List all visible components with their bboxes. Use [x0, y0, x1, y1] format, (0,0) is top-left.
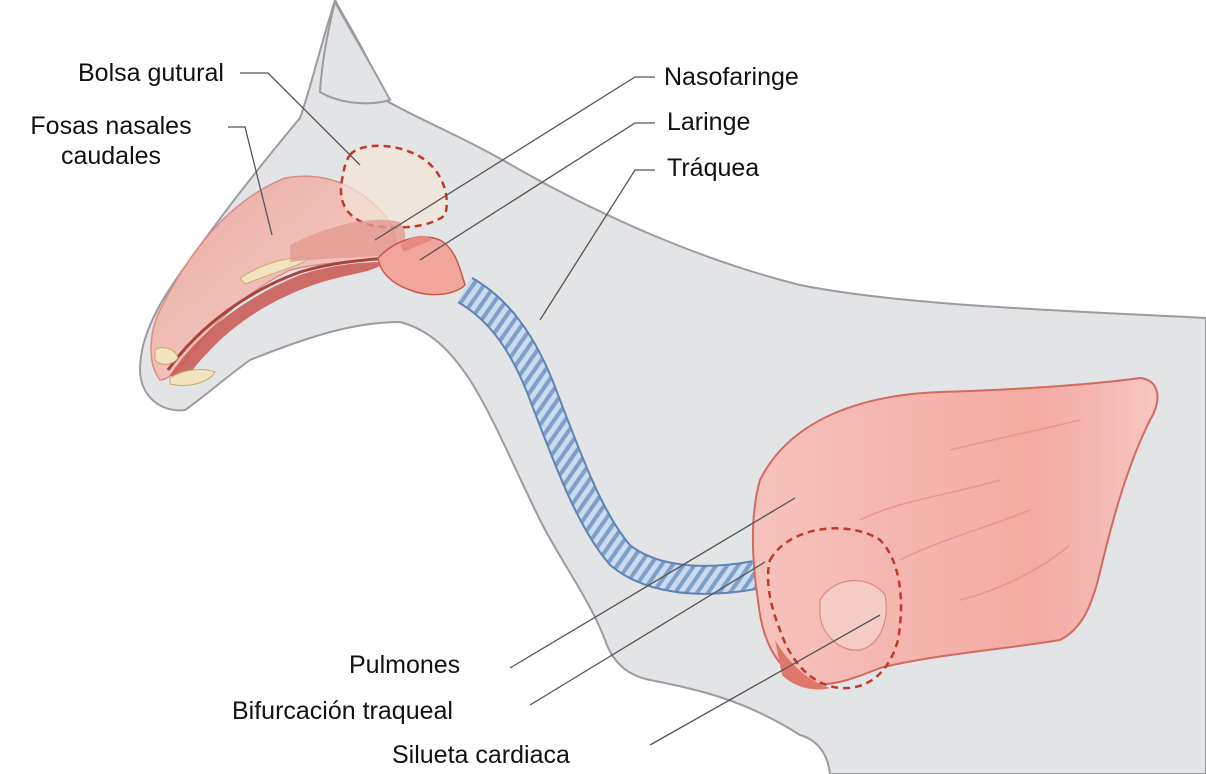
label-pulmones: Pulmones	[349, 650, 460, 680]
label-bolsa-gutural: Bolsa gutural	[78, 58, 224, 88]
label-fosas-nasales-line1: Fosas nasales	[6, 111, 216, 141]
label-silueta-cardiaca: Silueta cardiaca	[392, 740, 570, 770]
label-fosas-nasales: Fosas nasales caudales	[6, 111, 216, 171]
ear-shape	[320, 2, 390, 103]
label-laringe: Laringe	[667, 107, 750, 137]
label-fosas-nasales-line2: caudales	[6, 141, 216, 171]
label-bifurcacion-traqueal: Bifurcación traqueal	[232, 696, 453, 726]
label-traquea: Tráquea	[667, 153, 759, 183]
label-nasofaringe: Nasofaringe	[664, 62, 799, 92]
